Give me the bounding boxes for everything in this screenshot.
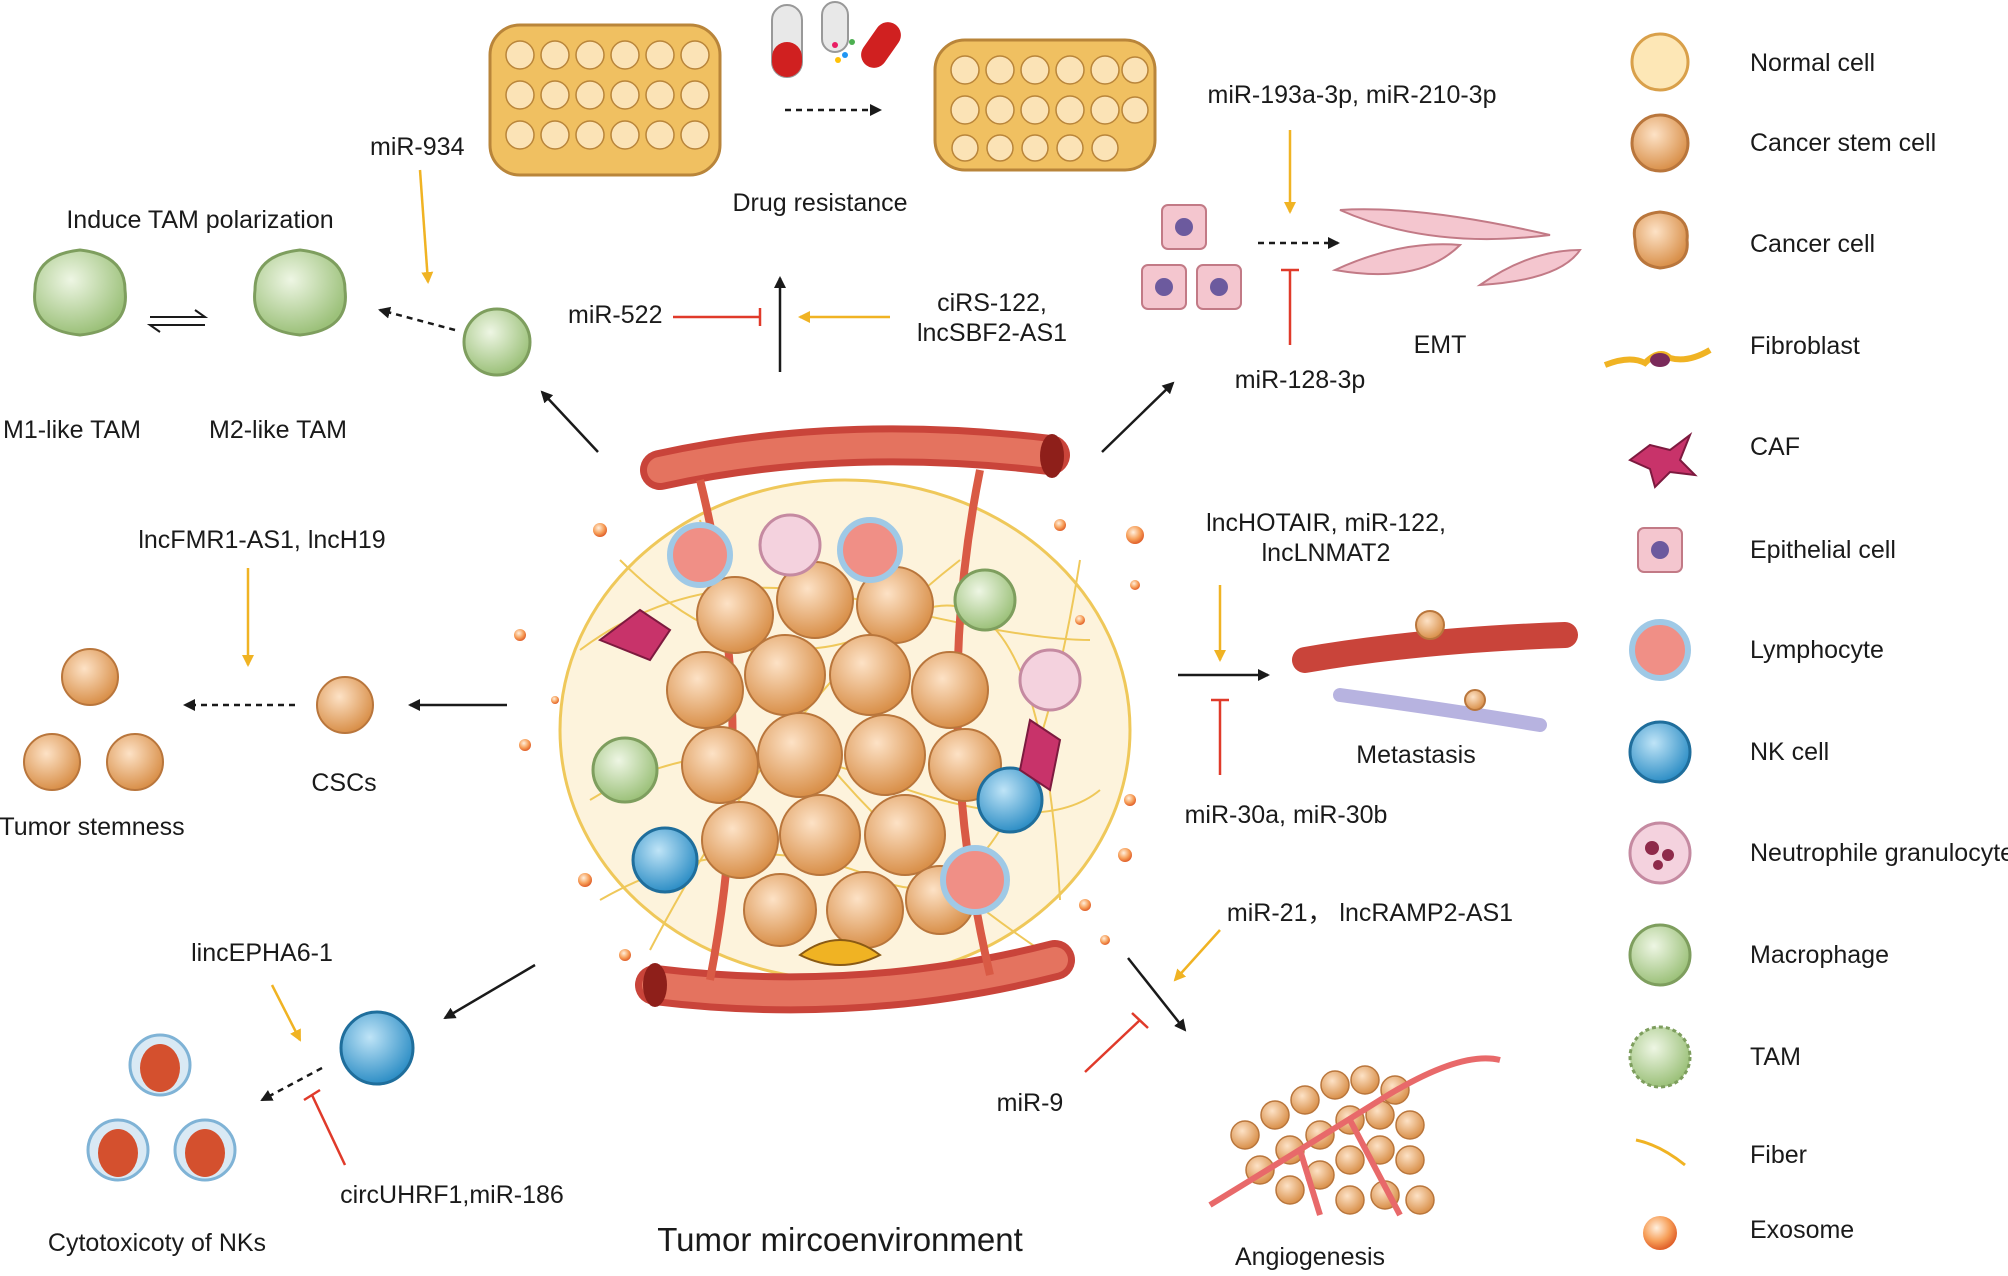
legend-cancer-stem-cell: Cancer stem cell: [1750, 129, 1937, 157]
blood-vessel-bottom: [635, 940, 1075, 1014]
drug-capsules-icon: [771, 1, 901, 78]
tam-panel: [33, 169, 599, 453]
legend-macrophage: Macrophage: [1750, 941, 1889, 969]
mir9-inhibit-arrow: [1084, 1012, 1149, 1073]
nk-cytotoxicity-label: Cytotoxicoty of NKs: [47, 1229, 267, 1257]
metastasis-label: Metastasis: [1356, 741, 1476, 769]
tumor-stemness-cells: [23, 648, 164, 791]
circuhrf1-inhibit-arrow: [303, 1088, 347, 1166]
blood-vessel-top: [640, 425, 1070, 490]
emt-label: EMT: [1413, 331, 1467, 359]
nk-cell-icon: [1628, 720, 1692, 784]
lymph-vessel: [1333, 688, 1547, 732]
mir934-label: miR-934: [370, 133, 465, 161]
legend-lymphocyte: Lymphocyte: [1750, 636, 1884, 664]
mir193-label: miR-193a-3p, miR-210-3p: [1207, 81, 1497, 109]
macrophage-icon: [1628, 923, 1692, 987]
legend-nk-cell: NK cell: [1750, 738, 1830, 766]
exosome-icon: [1643, 1216, 1677, 1250]
stemness-panel: [23, 568, 507, 791]
tme-to-emt-arrow: [1101, 381, 1175, 453]
m2-tam-label: M2-like TAM: [209, 416, 347, 444]
mir934-promote-arrow: [418, 169, 434, 284]
m1-tam-cell: [33, 248, 127, 337]
cancer-cell-cluster: [666, 561, 1002, 949]
drug-resistance-panel: [488, 1, 1157, 372]
tam-icon: [1628, 1025, 1692, 1089]
lnchotair-label: lncHOTAIR, miR-122, lncLNMAT2: [1206, 509, 1446, 567]
legend-caf: CAF: [1750, 433, 1800, 461]
nk-cytotoxicity-arrow: [260, 1066, 323, 1102]
tam-heading: Induce TAM polarization: [66, 206, 334, 234]
drug-resistance-label: Drug resistance: [732, 189, 908, 217]
mir30-label: miR-30a, miR-30b: [1184, 801, 1388, 829]
epithelial-cells: [1141, 204, 1242, 310]
lincepha6-promote-arrow: [270, 984, 302, 1042]
legend-neutrophil: Neutrophile granulocyte: [1750, 839, 2008, 867]
caf-icon: [1628, 432, 1698, 489]
legend-fiber: Fiber: [1750, 1141, 1807, 1169]
cancer-cell-icon: [1632, 210, 1689, 270]
tumor-stemness-label: Tumor stemness: [0, 813, 185, 841]
mir21-label: miR-21， lncRAMP2-AS1: [1226, 899, 1514, 927]
tumor-microenvironment: [514, 425, 1144, 1014]
metastasis-vessel: [1292, 622, 1578, 673]
tme-to-tam-arrow: [540, 390, 599, 453]
legend-normal-cell: Normal cell: [1750, 49, 1876, 77]
neutrophil-icon: [1628, 821, 1692, 885]
legend-tam: TAM: [1750, 1043, 1801, 1071]
legend-fibroblast: Fibroblast: [1750, 332, 1860, 360]
legend-exosome: Exosome: [1750, 1216, 1855, 1244]
cancer-stem-cell-icon: [1630, 113, 1690, 173]
mir9-label: miR-9: [996, 1089, 1064, 1117]
m1-tam-label: M1-like TAM: [3, 416, 141, 444]
cirs122-label: ciRS-122, lncSBF2-AS1: [916, 289, 1068, 347]
fiber-icon: [1635, 1138, 1686, 1167]
diagram-title: Tumor mircoenvironment: [657, 1221, 1023, 1258]
mir522-label: miR-522: [568, 301, 663, 329]
csc-cell: [316, 676, 374, 734]
angiogenesis-vessels: [1208, 1055, 1501, 1217]
tme-to-angiogenesis-arrow: [1127, 957, 1187, 1032]
cscs-label: CSCs: [311, 769, 377, 797]
nk-cell: [339, 1010, 415, 1086]
mir128-inhibit-arrow: [1281, 268, 1299, 345]
angiogenesis-cells: [1230, 1065, 1435, 1215]
circuhrf1-label: circUHRF1,miR-186: [340, 1181, 564, 1209]
mir21-promote-arrow: [1173, 929, 1221, 982]
macrophage-cell: [462, 307, 532, 377]
mir522-inhibit-arrow: [673, 308, 762, 326]
mir128-label: miR-128-3p: [1234, 366, 1366, 394]
polarization-arrow: [378, 306, 456, 332]
tme-to-nk-arrow: [443, 963, 536, 1020]
legend-icons: [1603, 32, 1712, 1250]
metastasis-panel: [1178, 585, 1578, 775]
lincepha6-label: lincEPHA6-1: [191, 939, 333, 967]
lncfmr1-label: lncFMR1-AS1, lncH19: [138, 526, 386, 554]
angiogenesis-label: Angiogenesis: [1234, 1243, 1386, 1271]
m2-tam-cell: [253, 248, 347, 337]
mir30-inhibit-arrow: [1211, 698, 1229, 775]
lymphocyte-icon: [1629, 619, 1691, 681]
normal-cell-icon: [1630, 32, 1690, 92]
mesenchymal-cells: [1331, 208, 1582, 287]
angiogenesis-panel: [1084, 929, 1501, 1217]
nk-target-cells: [86, 1033, 237, 1182]
emt-panel: [1101, 130, 1582, 453]
immune-cells-in-tme: [591, 513, 1082, 966]
nk-panel: [86, 963, 536, 1182]
legend-cancer-cell: Cancer cell: [1750, 230, 1876, 258]
legend-epithelial-cell: Epithelial cell: [1750, 536, 1896, 564]
equilibrium-arrows: [146, 309, 209, 333]
exosomes: [514, 519, 1144, 961]
